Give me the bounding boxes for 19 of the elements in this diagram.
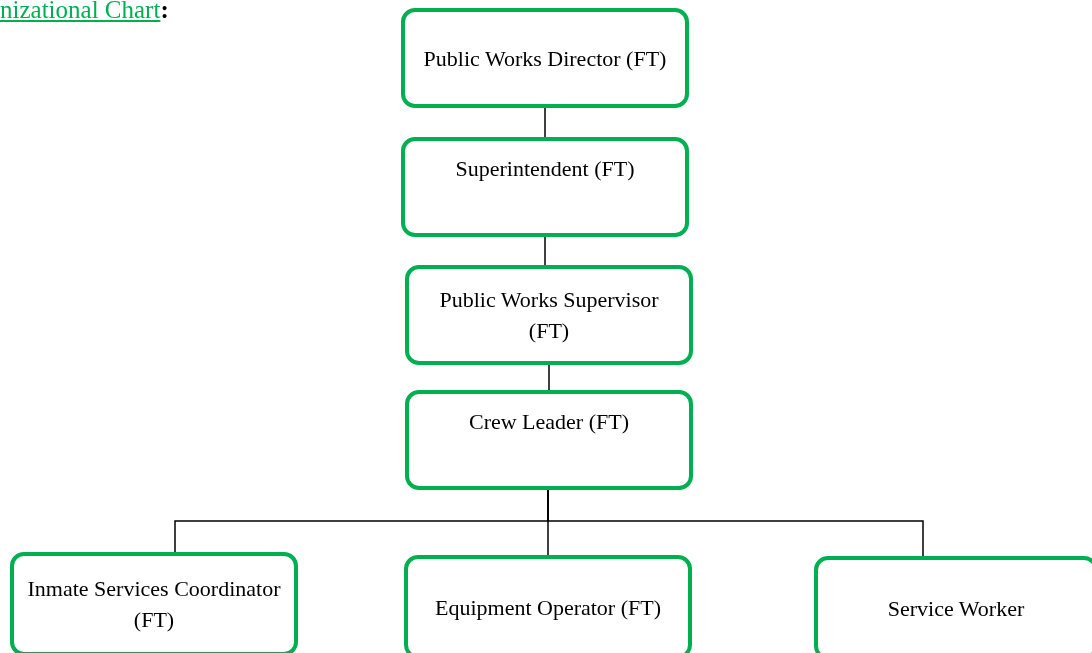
role-box — [405, 265, 693, 365]
role-box — [10, 552, 298, 653]
connector-line — [544, 107, 546, 138]
role-title: Inmate Services Coordinator (FT) — [26, 575, 282, 634]
role-box — [405, 390, 693, 490]
role-title: Public Works Director (FT) — [423, 44, 667, 73]
connector-line — [544, 236, 546, 266]
role-title: Superintendent (FT) — [455, 155, 635, 183]
role-title: Public Works Supervisor (FT) — [438, 286, 660, 345]
role-box — [401, 8, 689, 108]
role-box — [404, 555, 692, 653]
connector-line — [547, 489, 924, 557]
connector-line — [548, 364, 550, 391]
role-title: Equipment Operator (FT) — [434, 593, 662, 622]
role-box — [401, 137, 689, 237]
chart-title: nizational Chart: — [0, 0, 169, 24]
role-title: Crew Leader (FT) — [468, 408, 629, 436]
role-box — [814, 556, 1092, 653]
role-title: Service Worker — [887, 594, 1025, 623]
